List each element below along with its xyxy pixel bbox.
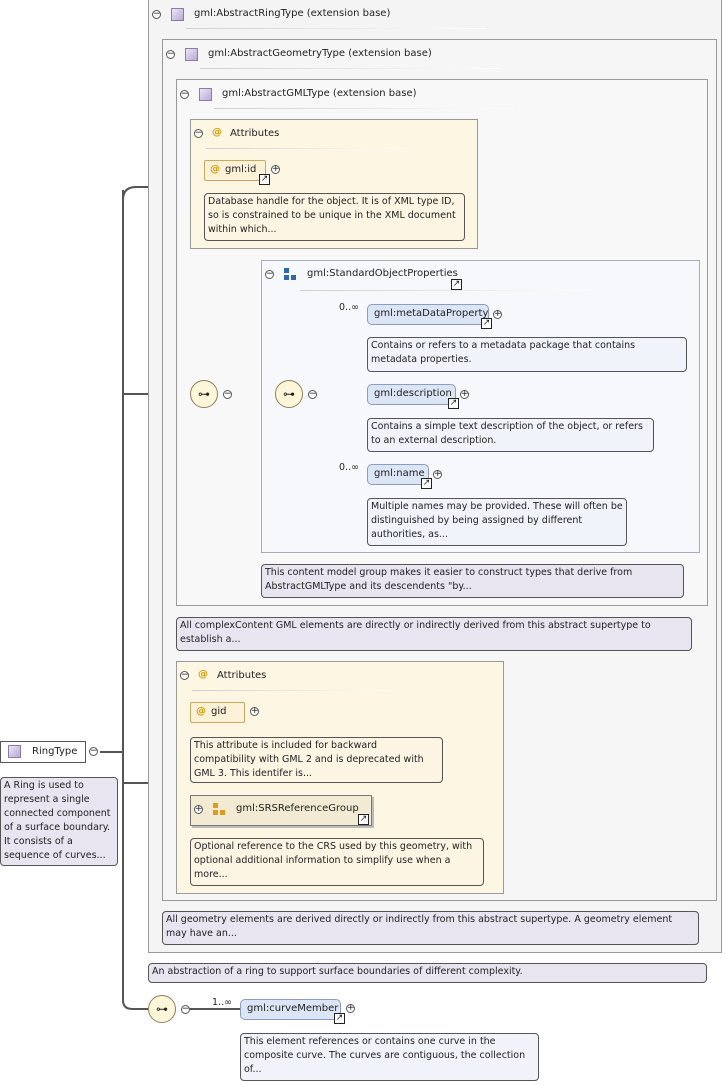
srs-reference-group-doc: Optional reference to the CRS used by th… xyxy=(190,838,484,886)
collapse-icon[interactable]: − xyxy=(180,89,189,99)
collapse-icon[interactable]: − xyxy=(181,1004,190,1014)
gml-attributes-title: Attributes xyxy=(230,128,280,139)
attribute-icon: @ xyxy=(198,669,208,680)
expand-icon[interactable]: + xyxy=(433,469,442,479)
gml-id-attribute[interactable]: @ gml:id xyxy=(204,160,266,181)
abstract-gml-type-title: gml:AbstractGMLType (extension base) xyxy=(222,88,417,99)
name-occurrence: 0..∞ xyxy=(339,462,359,473)
expand-icon[interactable]: + xyxy=(460,389,469,399)
geometry-attributes-title: Attributes xyxy=(217,670,267,681)
standard-object-properties-title: gml:StandardObjectProperties xyxy=(307,268,458,279)
collapse-icon[interactable]: − xyxy=(308,389,317,399)
complex-type-icon xyxy=(171,8,184,21)
meta-data-occurrence: 0..∞ xyxy=(339,302,359,313)
meta-data-property-element[interactable]: gml:metaDataProperty xyxy=(367,304,489,325)
gid-attribute[interactable]: @ gid xyxy=(190,702,245,723)
link-icon[interactable]: ↗ xyxy=(259,174,270,185)
group-icon xyxy=(284,268,296,280)
abstract-geometry-type-doc: All geometry elements are derived direct… xyxy=(162,911,699,945)
gml-id-doc: Database handle for the object. It is of… xyxy=(204,193,465,241)
ring-type-doc: A Ring is used to represent a single con… xyxy=(0,777,118,866)
sequence-icon: ⊶ xyxy=(275,380,303,408)
expand-icon[interactable]: + xyxy=(250,706,259,716)
expand-icon[interactable]: + xyxy=(194,804,203,814)
link-icon[interactable]: ↗ xyxy=(481,318,492,329)
abstract-gml-type-doc: All complexContent GML elements are dire… xyxy=(176,617,692,651)
gid-doc: This attribute is included for backward … xyxy=(190,737,443,783)
link-icon[interactable]: ↗ xyxy=(358,814,369,825)
collapse-icon[interactable]: − xyxy=(166,49,175,59)
complex-type-icon xyxy=(199,88,212,101)
curve-member-occurrence: 1..∞ xyxy=(212,997,232,1008)
link-icon[interactable]: ↗ xyxy=(451,279,462,290)
collapse-icon[interactable]: − xyxy=(152,9,161,19)
ring-type-label: RingType xyxy=(32,746,78,757)
name-element[interactable]: gml:name xyxy=(367,464,429,485)
collapse-icon[interactable]: − xyxy=(265,269,274,279)
sequence-icon: ⊶ xyxy=(190,380,218,408)
curve-member-element[interactable]: gml:curveMember xyxy=(240,999,341,1020)
link-icon[interactable]: ↗ xyxy=(421,478,432,489)
link-icon[interactable]: ↗ xyxy=(448,398,459,409)
curve-member-doc: This element references or contains one … xyxy=(240,1033,539,1081)
collapse-icon[interactable]: − xyxy=(180,670,189,680)
attribute-group-icon xyxy=(213,803,225,815)
expand-icon[interactable]: + xyxy=(493,309,502,319)
attribute-icon: @ xyxy=(212,127,222,138)
name-doc: Multiple names may be provided. These wi… xyxy=(367,498,627,546)
description-element[interactable]: gml:description xyxy=(367,384,456,405)
collapse-icon[interactable]: − xyxy=(223,389,232,399)
description-doc: Contains a simple text description of th… xyxy=(367,418,654,452)
gml-id-label: gml:id xyxy=(225,164,257,175)
abstract-ring-type-title: gml:AbstractRingType (extension base) xyxy=(194,8,391,19)
ring-type-box[interactable] xyxy=(0,741,86,763)
complex-type-icon xyxy=(8,745,21,758)
expand-icon[interactable]: + xyxy=(271,164,280,174)
attribute-icon: @ xyxy=(210,164,220,175)
collapse-icon[interactable]: − xyxy=(89,746,98,756)
collapse-icon[interactable]: − xyxy=(194,128,203,138)
sequence-icon: ⊶ xyxy=(148,995,176,1023)
meta-data-property-doc: Contains or refers to a metadata package… xyxy=(367,337,687,372)
srs-reference-group-label: gml:SRSReferenceGroup xyxy=(236,803,359,814)
standard-object-properties-doc: This content model group makes it easier… xyxy=(261,564,684,598)
attribute-icon: @ xyxy=(196,706,206,717)
abstract-geometry-type-title: gml:AbstractGeometryType (extension base… xyxy=(208,48,432,59)
gid-label: gid xyxy=(211,706,227,717)
expand-icon[interactable]: + xyxy=(346,1003,355,1013)
complex-type-icon xyxy=(185,48,198,61)
link-icon[interactable]: ↗ xyxy=(334,1013,345,1024)
abstract-ring-type-doc: An abstraction of a ring to support surf… xyxy=(148,963,707,983)
